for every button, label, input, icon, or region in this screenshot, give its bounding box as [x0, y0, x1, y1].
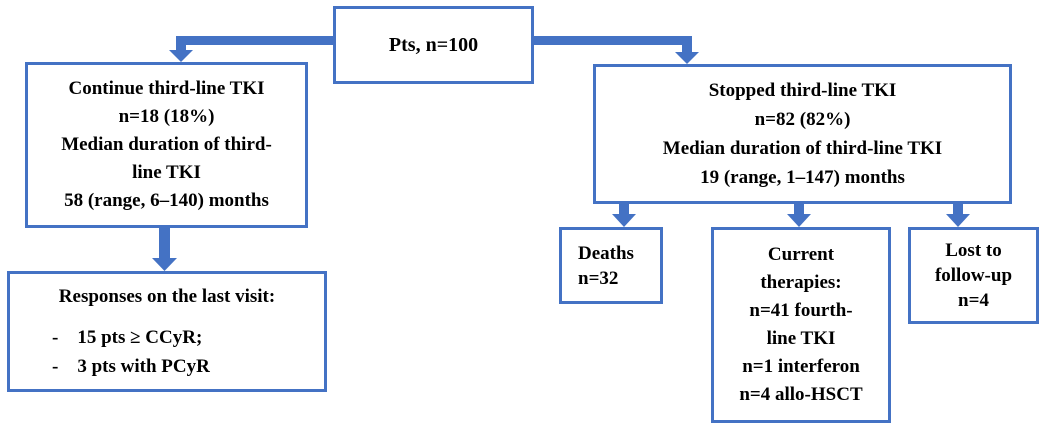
responses-item-pcyr: - 3 pts with PCyR: [52, 356, 210, 377]
connector-continue-responses: [159, 228, 170, 258]
responses-node: Responses on the last visit: - 15 pts ≥ …: [7, 271, 327, 392]
therapies-fourth-line-2: line TKI: [766, 328, 836, 349]
connector-root-left-h: [176, 36, 334, 45]
continue-median-value: 58 (range, 6–140) months: [64, 190, 269, 211]
connector-stopped-therapies: [794, 204, 804, 215]
continue-tki-node: Continue third-line TKI n=18 (18%) Media…: [25, 62, 308, 228]
stopped-median-label: Median duration of third-line TKI: [662, 138, 943, 159]
connector-root-right-h: [534, 36, 692, 45]
therapies-interferon: n=1 interferon: [742, 356, 860, 377]
connector-root-right-v: [682, 36, 692, 52]
current-therapies-node: Current therapies: n=41 fourth- line TKI…: [711, 227, 891, 423]
arrowhead-therapies: [787, 214, 811, 227]
connector-root-left-v: [176, 36, 186, 50]
continue-median-label-2: line TKI: [132, 162, 201, 183]
continue-title: Continue third-line TKI: [68, 78, 265, 99]
lost-label-2: follow-up: [934, 265, 1013, 286]
lost-to-follow-up-node: Lost to follow-up n=4: [908, 227, 1039, 324]
lost-label-1: Lost to: [945, 240, 1002, 261]
root-label: Pts, n=100: [388, 33, 479, 56]
stopped-median-value: 19 (range, 1–147) months: [700, 167, 905, 188]
responses-item-ccyr: - 15 pts ≥ CCyR;: [52, 327, 203, 348]
stopped-tki-node: Stopped third-line TKI n=82 (82%) Median…: [593, 64, 1012, 204]
therapies-label-1: Current: [767, 244, 835, 265]
therapies-fourth-line-1: n=41 fourth-: [749, 300, 853, 321]
deaths-count: n=32: [578, 267, 619, 289]
connector-stopped-lost: [953, 204, 963, 215]
arrowhead-responses: [152, 258, 177, 271]
arrowhead-deaths: [612, 214, 636, 227]
root-node: Pts, n=100: [333, 6, 534, 84]
deaths-label: Deaths: [578, 242, 634, 264]
therapies-label-2: therapies:: [760, 272, 842, 293]
responses-title: Responses on the last visit:: [58, 286, 276, 307]
lost-count: n=4: [958, 290, 989, 311]
stopped-count: n=82 (82%): [754, 109, 851, 130]
arrowhead-lost: [946, 214, 970, 227]
stopped-title: Stopped third-line TKI: [708, 80, 897, 101]
continue-count: n=18 (18%): [118, 106, 215, 127]
deaths-node: Deaths n=32: [559, 227, 663, 304]
arrowhead-stopped: [675, 52, 699, 64]
arrowhead-continue: [169, 50, 193, 62]
connector-stopped-deaths: [619, 204, 629, 215]
therapies-allo-hsct: n=4 allo-HSCT: [739, 384, 863, 405]
continue-median-label-1: Median duration of third-: [61, 134, 272, 155]
